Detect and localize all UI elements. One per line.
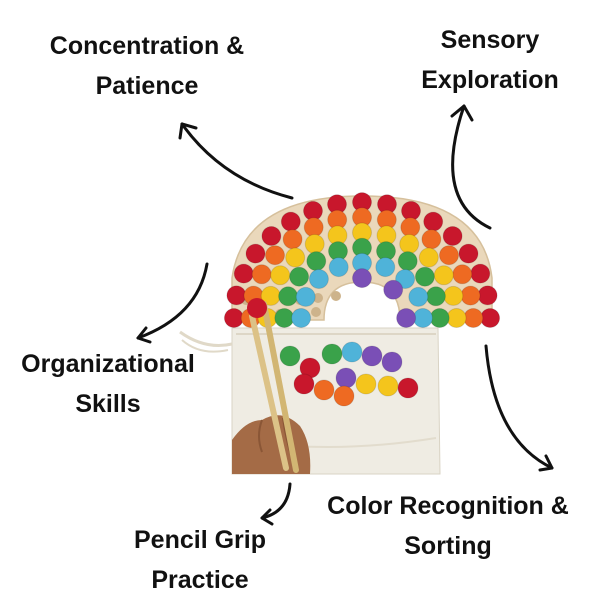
hand-with-chopsticks (232, 298, 311, 474)
felt-ball (278, 286, 299, 307)
label-concentration-line1: Concentration & (49, 32, 245, 60)
felt-ball (383, 279, 404, 300)
felt-ball (291, 308, 312, 328)
felt-ball (280, 211, 301, 232)
felt-ball (480, 308, 501, 328)
felt-ball (460, 285, 481, 306)
felt-ball (396, 308, 417, 328)
felt-ball (429, 308, 450, 328)
arrow-to-color-head (538, 454, 554, 472)
felt-ball (328, 257, 349, 278)
arrow-to-pencil-head (260, 508, 274, 526)
arrow-to-pencil (260, 482, 292, 520)
felt-ball (412, 308, 433, 328)
felt-ball (423, 211, 444, 232)
felt-ball (313, 379, 335, 401)
felt-ball (399, 234, 420, 254)
arrow-to-sensory-head (450, 104, 474, 122)
felt-ball (355, 373, 377, 395)
loose-felt-balls (279, 341, 419, 407)
felt-ball (293, 373, 315, 395)
felt-ball (333, 385, 355, 407)
label-organizational-line2: Skills (75, 390, 141, 418)
label-pencil-line2: Practice (151, 566, 249, 594)
felt-ball (274, 308, 295, 328)
felt-ball (335, 367, 357, 389)
label-sensory-line2: Exploration (421, 66, 559, 94)
felt-ball (289, 266, 310, 287)
label-pencil-grip-practice: Pencil Grip Practice (110, 520, 290, 600)
felt-ball (233, 263, 254, 284)
felt-ball (352, 268, 372, 289)
arrow-to-sensory (451, 104, 492, 230)
felt-ball (308, 269, 329, 289)
felt-ball (439, 245, 459, 266)
felt-ball (303, 217, 324, 238)
label-concentration-line2: Patience (95, 72, 199, 100)
felt-ball (375, 257, 396, 278)
felt-ball (295, 286, 316, 307)
felt-ball (245, 243, 266, 264)
felt-ball (458, 243, 479, 264)
arrow-to-concentration-head (178, 122, 198, 140)
felt-ball (304, 234, 325, 254)
felt-ball (408, 286, 429, 307)
felt-ball (261, 226, 282, 246)
drawstring-bag (179, 327, 441, 475)
felt-ball (433, 265, 454, 286)
felt-ball (414, 266, 435, 287)
arrow-to-concentration (180, 122, 294, 200)
arrow-to-color (484, 344, 554, 470)
felt-ball (381, 351, 403, 373)
felt-ball (452, 264, 473, 285)
label-sensory-exploration: Sensory Exploration (405, 20, 575, 100)
felt-ball (265, 245, 285, 266)
arrow-to-organizational (136, 262, 209, 340)
felt-ball (418, 247, 439, 268)
felt-ball (442, 226, 463, 246)
label-pencil-line1: Pencil Grip (134, 526, 266, 554)
felt-ball (279, 345, 301, 367)
label-color-recognition-sorting: Color Recognition & Sorting (300, 486, 596, 566)
felt-ball (421, 229, 442, 250)
felt-ball (251, 264, 272, 285)
felt-ball (446, 308, 467, 328)
arrows (136, 104, 554, 526)
arrow-to-organizational-head (136, 326, 152, 344)
felt-balls (223, 192, 501, 328)
felt-ball (270, 265, 291, 286)
label-sensory-line1: Sensory (440, 26, 540, 54)
felt-ball (397, 377, 419, 399)
felt-ball (285, 247, 306, 268)
felt-ball (377, 375, 399, 397)
label-organizational-skills: Organizational Skills (8, 344, 208, 424)
felt-ball (400, 217, 421, 238)
felt-ball (341, 341, 363, 363)
label-concentration-patience: Concentration & Patience (22, 26, 272, 106)
felt-ball (226, 285, 247, 306)
felt-ball (443, 285, 464, 306)
felt-ball (463, 308, 484, 328)
felt-ball (397, 251, 418, 272)
felt-ball (282, 229, 303, 250)
label-organizational-line1: Organizational (21, 350, 195, 378)
felt-ball (306, 251, 327, 272)
label-color-line1: Color Recognition & (327, 492, 569, 520)
felt-ball (477, 285, 498, 306)
felt-ball (361, 345, 383, 367)
felt-ball (321, 343, 343, 365)
felt-ball (223, 308, 244, 328)
label-color-line2: Sorting (404, 532, 492, 560)
felt-ball (425, 286, 446, 307)
felt-ball (470, 263, 491, 284)
